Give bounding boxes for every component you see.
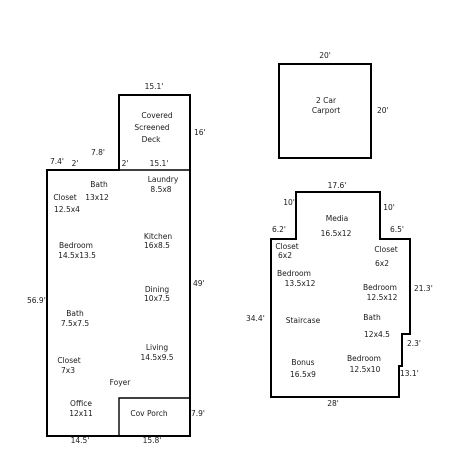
living-name: Living — [146, 343, 169, 352]
deck-label-line2: Screened — [134, 123, 169, 132]
dim-step-b: 2' — [72, 159, 79, 168]
upper-floor-outline — [270, 191, 411, 398]
dim-step-c: 7.8' — [91, 148, 105, 157]
upper-floor-plan: Media 16.5x12 Closet 6x2 Closet 6x2 Bedr… — [246, 181, 433, 408]
upper-dim-left: 34.4' — [246, 314, 265, 323]
upper-dim-top: 17.6' — [328, 181, 347, 190]
bedroom-left-size: 13.5x12 — [285, 279, 316, 288]
closet-low-size: 7x3 — [61, 366, 75, 375]
bedroom-right-size: 12.5x12 — [367, 293, 398, 302]
dim-bottom-left: 14.5' — [71, 436, 90, 445]
dining-size: 10x7.5 — [144, 294, 170, 303]
bath-mid-size: 7.5x7.5 — [61, 319, 90, 328]
bath-top-size: 13x12 — [85, 193, 109, 202]
deck-label-line3: Deck — [142, 135, 162, 144]
carport-dim-top: 20' — [319, 51, 331, 60]
upper-dim-left-notch: 6.2' — [272, 225, 286, 234]
closet-left-name: Closet — [53, 193, 76, 202]
porch-name: Cov Porch — [130, 409, 168, 418]
upper-dim-bottom: 28' — [327, 399, 339, 408]
dim-deck-bottom: 15.1' — [150, 159, 169, 168]
laundry-name: Laundry — [148, 175, 179, 184]
media-name: Media — [326, 214, 349, 223]
deck-label-line1: Covered — [141, 111, 172, 120]
upper-dim-notch-side: 13.1' — [400, 369, 419, 378]
dim-bottom-right: 15.8' — [143, 436, 162, 445]
closet-left-size: 12.5x4 — [54, 205, 80, 214]
kitchen-size: 16x8.5 — [144, 241, 170, 250]
carport-dim-right: 20' — [377, 106, 389, 115]
upper-dim-notch-small: 2.3' — [407, 339, 421, 348]
bedroom-size: 14.5x13.5 — [58, 251, 96, 260]
office-name: Office — [70, 399, 92, 408]
media-size: 16.5x12 — [321, 229, 352, 238]
upper-dim-right: 21.3' — [414, 284, 433, 293]
closet-left-name: Closet — [275, 242, 298, 251]
office-size: 12x11 — [69, 409, 93, 418]
bath-name: Bath — [363, 313, 381, 322]
staircase-name: Staircase — [286, 316, 321, 325]
bedroom-low-name: Bedroom — [347, 354, 381, 363]
foyer-name: Foyer — [110, 378, 132, 387]
dim-deck-side: 16' — [194, 128, 206, 137]
bath-top-name: Bath — [90, 180, 108, 189]
bedroom-low-size: 12.5x10 — [350, 365, 381, 374]
dim-right: 49' — [193, 279, 205, 288]
carport-label-line1: 2 Car — [316, 96, 337, 105]
carport-outline — [278, 63, 372, 159]
living-size: 14.5x9.5 — [140, 353, 173, 362]
closet-right-size: 6x2 — [375, 259, 389, 268]
bedroom-right-name: Bedroom — [363, 283, 397, 292]
dim-step-a: 7.4' — [50, 157, 64, 166]
closet-low-name: Closet — [57, 356, 80, 365]
bedroom-left-name: Bedroom — [277, 269, 311, 278]
upper-dim-right-notch: 6.5' — [390, 225, 404, 234]
closet-left-size: 6x2 — [278, 251, 292, 260]
upper-dim-right-step: 10' — [383, 203, 395, 212]
bath-mid-name: Bath — [66, 309, 84, 318]
carport-plan: 2 Car Carport 20' 20' — [278, 51, 389, 159]
bath-size: 12x4.5 — [364, 330, 390, 339]
main-floor-outline — [46, 94, 191, 437]
carport-label-line2: Carport — [312, 106, 340, 115]
dim-deck-top: 15.1' — [145, 82, 164, 91]
kitchen-name: Kitchen — [144, 232, 172, 241]
laundry-size: 8.5x8 — [150, 185, 171, 194]
bonus-size: 16.5x9 — [290, 370, 316, 379]
bonus-name: Bonus — [291, 358, 314, 367]
upper-dim-left-step: 10' — [283, 198, 295, 207]
dim-porch-side: 7.9' — [191, 409, 205, 418]
main-floor-plan: Covered Screened Deck Bath 13x12 Laundry… — [27, 82, 206, 445]
bedroom-name: Bedroom — [59, 241, 93, 250]
dim-left: 56.9' — [27, 296, 46, 305]
dining-name: Dining — [145, 285, 169, 294]
dim-step-d: 2' — [122, 159, 129, 168]
covered-porch-outline — [118, 397, 190, 436]
closet-right-name: Closet — [374, 245, 397, 254]
